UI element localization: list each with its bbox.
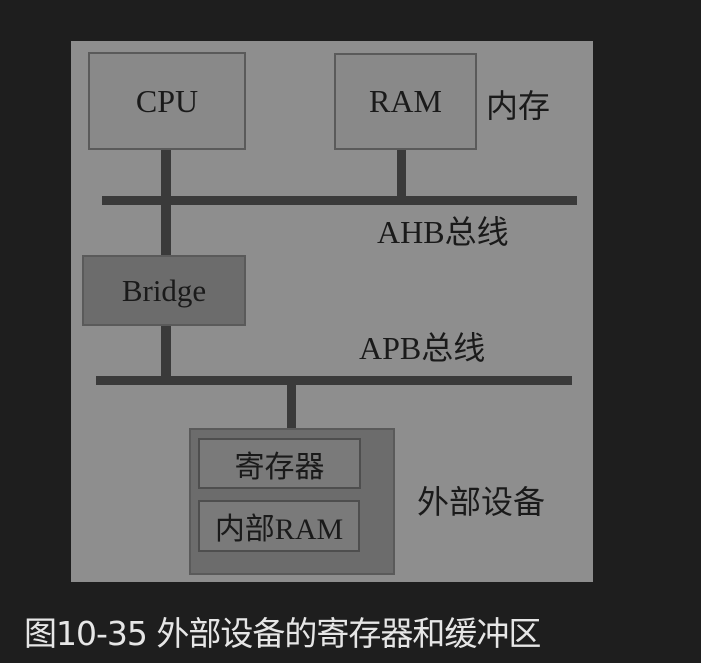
register-box: 寄存器 <box>198 438 361 489</box>
apb-bus-line <box>96 376 572 385</box>
ram-box: RAM <box>334 53 477 150</box>
ram-label: RAM <box>369 83 442 119</box>
internal-ram-box: 内部RAM <box>198 500 360 552</box>
figure-caption: 图10-35 外部设备的寄存器和缓冲区 <box>24 614 541 653</box>
ram-connector <box>397 150 406 200</box>
diagram-figure: CPU RAM 内存 AHB总线 Bridge APB总线 寄存器 内部RAM … <box>71 41 593 582</box>
apb-bus-label: APB总线 <box>359 330 486 366</box>
ahb-bus-label: AHB总线 <box>377 214 509 250</box>
internal-ram-label: 内部RAM <box>214 513 344 546</box>
bridge-connector <box>161 326 171 380</box>
peripheral-box: 寄存器 内部RAM <box>189 428 395 575</box>
peripheral-label: 外部设备 <box>417 484 546 520</box>
register-label: 寄存器 <box>234 450 325 484</box>
bridge-label: Bridge <box>121 272 207 308</box>
ahb-bus-line <box>102 196 577 205</box>
peripheral-connector <box>287 379 296 429</box>
cpu-box: CPU <box>88 52 246 150</box>
bridge-box: Bridge <box>82 255 246 326</box>
memory-label: 内存 <box>486 88 551 124</box>
cpu-label: CPU <box>135 82 199 119</box>
